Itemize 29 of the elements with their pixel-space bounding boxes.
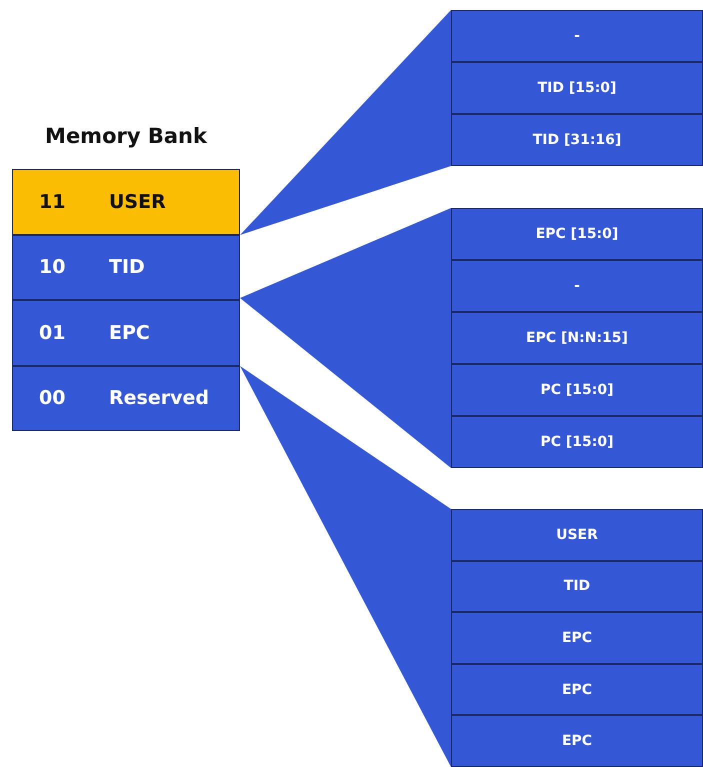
expansion-wedge — [240, 208, 451, 468]
memory-word-row: EPC — [451, 612, 703, 664]
bank-code: 11 — [39, 190, 66, 213]
memory-word-row: TID [15:0] — [451, 62, 703, 114]
memory-word-row: EPC [N:N:15] — [451, 312, 703, 364]
memory-word-row: EPC — [451, 664, 703, 716]
bank-code: 01 — [39, 322, 66, 344]
memory-word-row: TID — [451, 560, 703, 612]
bank-code: 00 — [39, 387, 66, 410]
memory-word-row: - — [451, 260, 703, 312]
bank-name: USER — [109, 190, 166, 213]
expansion-wedge — [240, 10, 451, 235]
table-heading: Memory Bank — [44, 124, 208, 148]
bank-name: EPC — [109, 322, 150, 344]
bank-name: TID — [109, 256, 145, 278]
bank-name: Reserved — [109, 387, 209, 410]
bank-code: 10 — [39, 256, 66, 278]
memory-word-row: - — [451, 10, 703, 62]
memory-bank-row — [12, 234, 240, 300]
memory-word-row: PC [15:0] — [451, 364, 703, 416]
expansion-wedge — [240, 366, 451, 767]
memory-bank-row — [12, 169, 240, 234]
memory-word-row: EPC [15:0] — [451, 208, 703, 260]
memory-word-row: PC [15:0] — [451, 416, 703, 468]
memory-word-row: EPC — [451, 715, 703, 767]
memory-word-row: TID [31:16] — [451, 114, 703, 166]
memory-bank-row — [12, 366, 240, 431]
memory-bank-row — [12, 300, 240, 366]
memory-word-row: USER — [451, 509, 703, 561]
